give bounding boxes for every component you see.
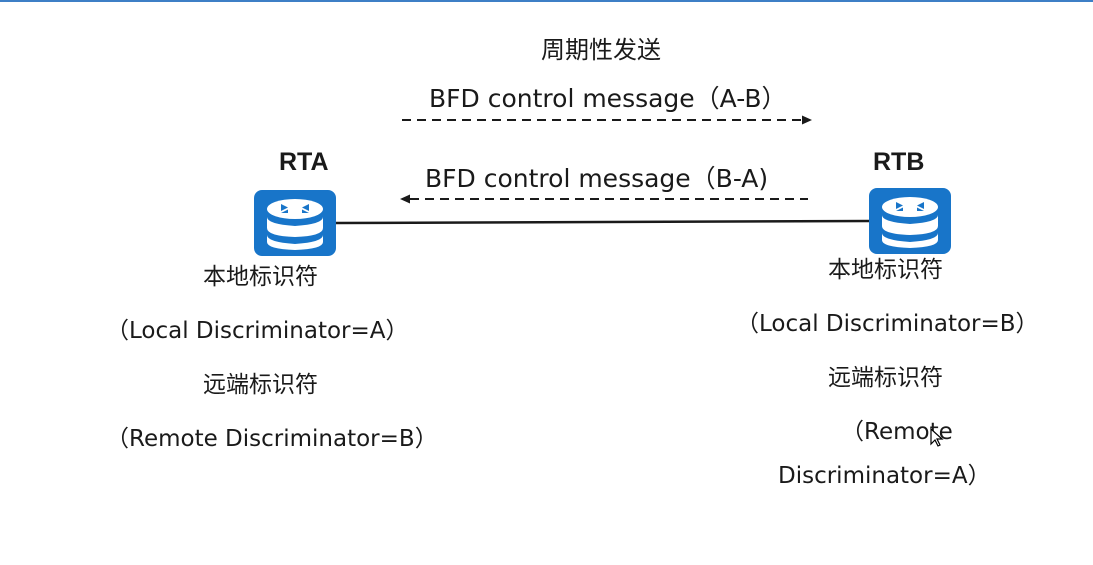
router-icon (869, 188, 951, 254)
rtb-remote-discriminator-value-line1: （Remote (841, 419, 953, 445)
arrow-a-to-b-head (802, 115, 812, 125)
rtb-local-discriminator-label: 本地标识符 (828, 257, 943, 283)
rtb-remote-discriminator-value-line2: Discriminator=A） (778, 463, 991, 489)
rta-name: RTA (279, 148, 329, 176)
arrow-b-to-a-head (400, 194, 410, 204)
rtb-local-discriminator-value: （Local Discriminator=B） (736, 311, 1039, 337)
rta-remote-discriminator-label: 远端标识符 (203, 372, 318, 398)
rtb-remote-discriminator-label: 远端标识符 (828, 365, 943, 391)
rta-local-discriminator-value: （Local Discriminator=A） (106, 318, 409, 344)
rta-local-discriminator-label: 本地标识符 (203, 264, 318, 290)
message-a-to-b-label: BFD control message（A-B） (429, 84, 787, 113)
rtb-name: RTB (873, 148, 925, 176)
router-icon (254, 190, 336, 256)
message-b-to-a-label: BFD control message（B-A) (425, 164, 769, 193)
diagram-title: 周期性发送 (541, 36, 661, 64)
mouse-cursor-icon (930, 428, 944, 447)
rta-remote-discriminator-value: （Remote Discriminator=B） (106, 426, 438, 452)
link-line (335, 219, 871, 225)
top-accent-bar (0, 0, 1093, 2)
